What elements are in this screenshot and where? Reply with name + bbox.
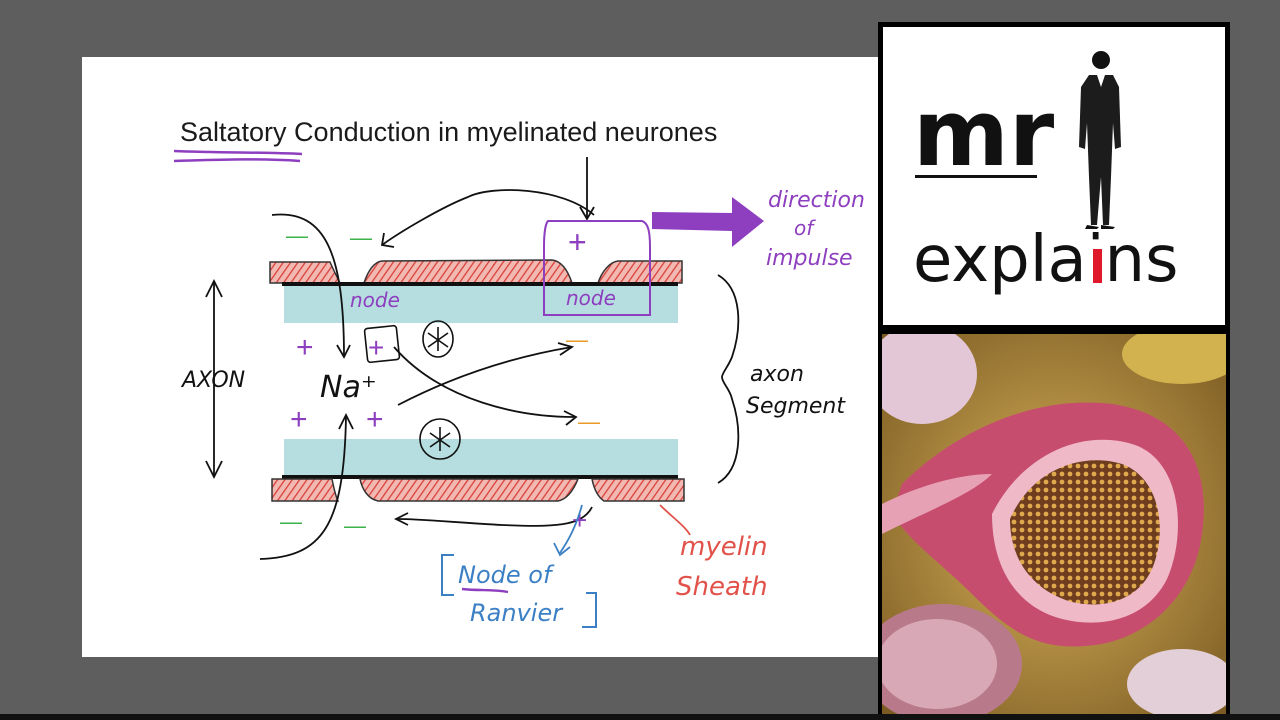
- myelin-upper-right: [596, 260, 683, 284]
- axon-membrane-lower: [284, 439, 678, 475]
- sodium-ion-label: Na⁺: [320, 370, 377, 405]
- plus-sign-inside-3: +: [366, 403, 384, 436]
- saltatory-conduction-diagram: Saltatory Conduction in myelinated neuro…: [173, 117, 865, 628]
- logo-text-mr: mr: [913, 80, 1055, 187]
- minus-sign-bottom-2: —: [344, 513, 366, 538]
- myelinated-axon-micrograph: [882, 334, 1226, 716]
- direction-label-1: direction: [768, 188, 865, 213]
- axon-segment-label-1: axon: [750, 362, 804, 387]
- node-of-ranvier-label-1: Node of: [458, 561, 555, 589]
- node-label-left: node: [350, 288, 400, 312]
- bottom-bar: [0, 714, 1280, 720]
- direction-label-3: impulse: [766, 246, 853, 271]
- logo-panel: mr explains: [878, 22, 1230, 330]
- axon-membrane-upper: [284, 286, 678, 323]
- plus-box: [363, 324, 401, 364]
- plus-sign-inside-2: +: [290, 403, 308, 436]
- ranvier-pointer-arrow: [559, 504, 583, 554]
- node-highlight-box: [543, 220, 651, 316]
- micrograph-panel: [878, 330, 1230, 720]
- myelin-label-1: myelin: [680, 532, 768, 562]
- direction-arrow: [652, 197, 764, 247]
- minus-sign-orange-2: —: [578, 409, 600, 434]
- plus-sign-node: +: [568, 224, 587, 260]
- direction-label-2: of: [794, 216, 816, 240]
- minus-sign-orange-1: —: [566, 327, 588, 352]
- myelin-label-2: Sheath: [676, 572, 768, 602]
- minus-sign-top-1: —: [286, 223, 308, 248]
- current-loop-top-arrow: [381, 189, 595, 246]
- myelin-pointer-line: [659, 504, 691, 536]
- slide-title: Saltatory Conduction in myelinated neuro…: [180, 117, 717, 147]
- mr-explains-logo: mr explains: [913, 51, 1178, 297]
- ranvier-underline: [461, 587, 509, 594]
- myelin-lower-left: [271, 478, 340, 502]
- ranvier-bracket-right: [582, 592, 597, 628]
- logo-underline: [915, 175, 1037, 178]
- logo-text-explains: explains: [913, 223, 1178, 297]
- axon-segment-brace: [717, 274, 740, 484]
- plus-sign-inside-1: +: [296, 331, 314, 364]
- ion-circle-lower: [419, 418, 461, 460]
- ion-circle-upper: [422, 320, 454, 358]
- man-in-suit-icon: [1079, 51, 1121, 229]
- logo-card: mr explains: [883, 27, 1225, 325]
- current-loop-top-left: [271, 213, 345, 358]
- myelin-lower-middle: [359, 478, 580, 502]
- current-loop-bottom-arrow: [397, 506, 593, 527]
- axon-label: AXON: [180, 368, 245, 393]
- minus-sign-top-2: —: [350, 225, 372, 250]
- minus-sign-bottom-1: —: [280, 509, 302, 534]
- current-cross-upper: [393, 346, 575, 418]
- current-cross-lower: [397, 346, 573, 406]
- title-underline: [173, 149, 303, 163]
- logo-accent-i: [1093, 249, 1102, 283]
- axon-segment-label-2: Segment: [746, 394, 846, 419]
- ranvier-bracket-left: [441, 554, 454, 596]
- plus-sign-outside-bottom: +: [572, 505, 587, 535]
- slide-canvas: Saltatory Conduction in myelinated neuro…: [82, 57, 879, 657]
- node-of-ranvier-label-2: Ranvier: [470, 599, 564, 627]
- plus-sign-boxed: +: [368, 332, 384, 363]
- current-loop-bottom-left: [259, 416, 347, 560]
- node-label-right: node: [566, 286, 616, 310]
- myelin-upper-middle: [362, 259, 574, 284]
- myelin-upper-left: [269, 261, 342, 284]
- myelin-lower-right: [591, 478, 685, 502]
